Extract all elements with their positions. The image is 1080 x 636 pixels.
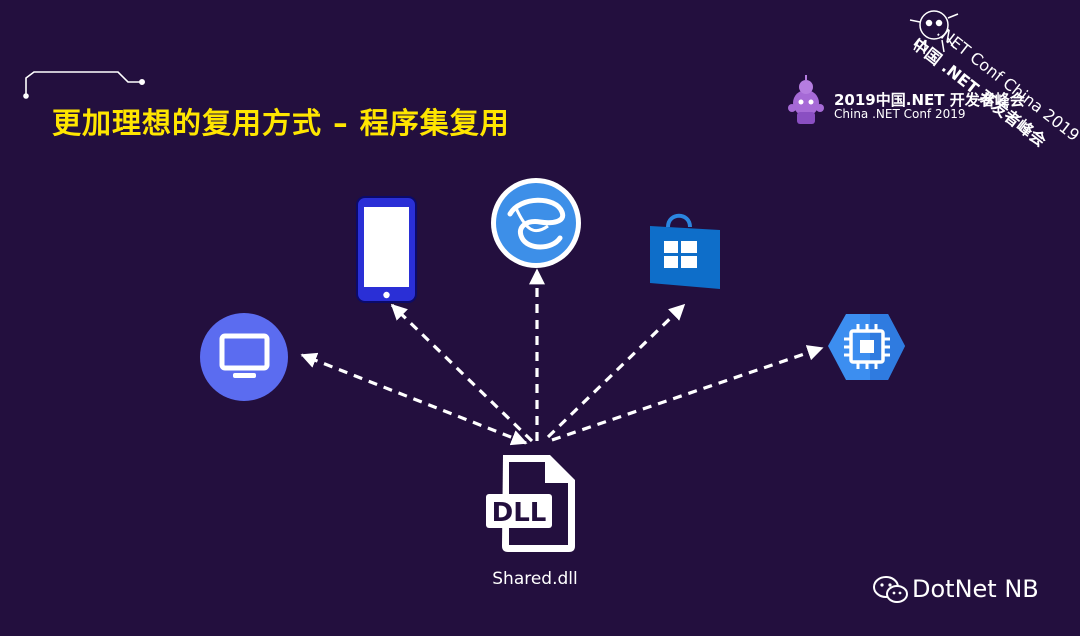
arrow-to-monitor [300,352,528,446]
dll-badge: DLL [492,498,547,528]
chip-icon [828,314,905,380]
robot-mascot-icon [788,75,824,124]
watermark-text: DotNet NB [912,575,1039,603]
arrow-to-chip [551,345,824,442]
dll-file-label: Shared.dll [492,569,578,589]
xamarin-icon [491,178,581,268]
conference-name: 2019中国.NET 开发者峰会 [834,91,1025,109]
monitor-icon [200,313,288,401]
wechat-icon [873,576,908,603]
conference-subtitle: China .NET Conf 2019 [834,107,966,121]
circuit-decoration [23,71,146,99]
dll-file-icon: DLL [486,455,575,552]
phone-icon [356,196,417,303]
slide-title: 更加理想的复用方式 – 程序集复用 [52,106,510,140]
stamp-robot-sketch [909,10,959,55]
windows-store-icon [650,213,720,289]
arrow-to-phone [390,303,534,443]
